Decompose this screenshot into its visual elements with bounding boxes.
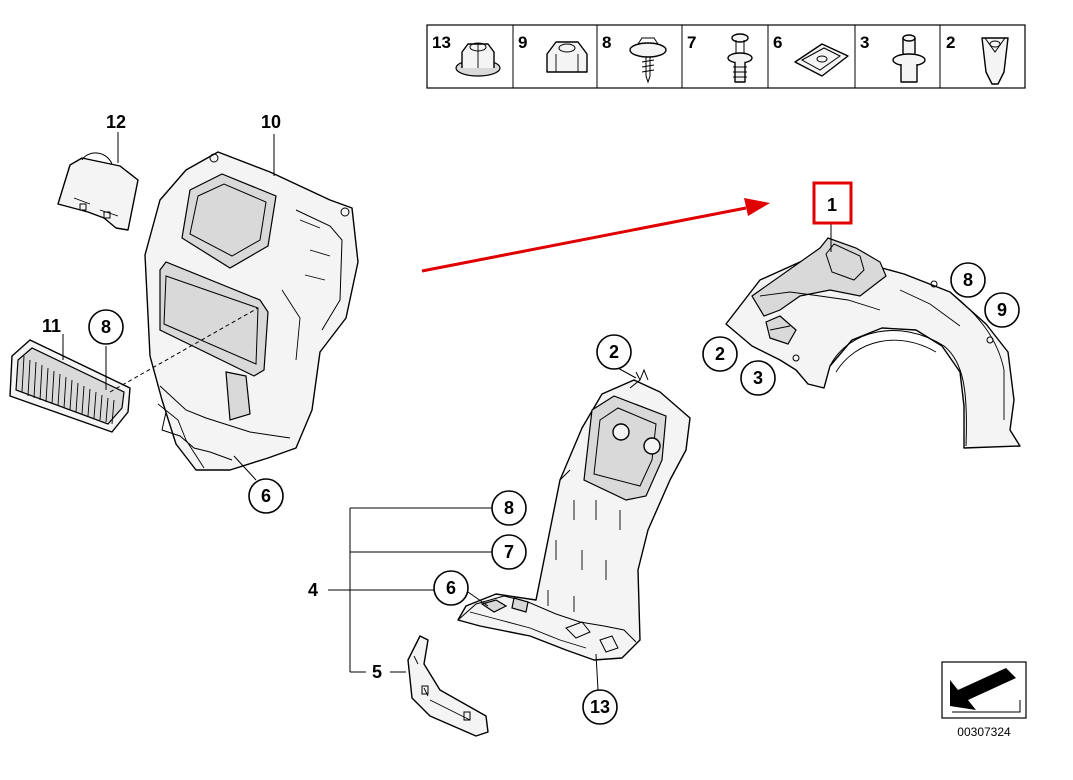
assembly-bracket-4 [328,507,492,673]
spring-clip-nut-icon [794,43,849,77]
document-number: 00307324 [957,725,1011,739]
part-11-grille [9,307,259,433]
legend-number-13: 13 [432,33,451,52]
plastic-nut-icon [981,37,1009,85]
callout-3-right: 3 [753,368,763,388]
callout-circle-8-center [491,490,527,526]
plastic-rivet-icon [892,34,926,83]
part-10-inner-liner [144,134,359,471]
callout-6-center: 6 [446,578,456,598]
hex-nut-icon [546,41,588,73]
callout-2-center: 2 [609,342,619,362]
legend-number-9: 9 [518,33,527,52]
callout-8-left: 8 [101,317,111,337]
legend-number-7: 7 [687,33,696,52]
part-12-cover [57,132,139,231]
callout-circle-8-right [950,262,986,298]
direction-arrow-icon [941,661,1027,719]
fastener-legend: 13 9 8 7 [426,24,1026,89]
callout-9-right: 9 [997,300,1007,320]
legend-number-6: 6 [773,33,782,52]
callout-8-center: 8 [504,498,514,518]
callout-5: 5 [372,662,382,682]
part-4-center-liner [457,366,691,691]
expanding-rivet-icon [727,33,753,83]
callout-10: 10 [261,112,281,132]
callout-11: 11 [42,316,61,336]
legend-number-2: 2 [946,33,955,52]
callout-circle-3-right [740,360,776,396]
callout-6-left: 6 [261,486,271,506]
callout-circle-8-left [88,309,124,345]
legend-number-3: 3 [860,33,869,52]
self-tapping-screw-icon [629,37,667,84]
callout-circle-2-right [702,336,738,372]
flange-nut-icon [455,42,501,77]
part-5-bracket [407,635,489,737]
part-1-wheel-arch-liner [725,224,1021,449]
callout-1: 1 [827,195,837,215]
callout-12: 12 [106,112,126,132]
highlight-box-1 [812,181,853,225]
callout-circle-6-left [248,478,284,514]
callout-2-right: 2 [715,344,725,364]
callout-circle-7-center [491,534,527,570]
callout-circle-2-center [596,334,632,370]
callout-circle-13-center [582,689,618,725]
highlight-arrow [421,198,770,273]
callout-4: 4 [308,580,318,600]
callout-13-center: 13 [590,697,610,717]
callout-circle-6-center [433,570,469,606]
callout-circle-9-right [984,292,1020,328]
callout-8-right: 8 [963,270,973,290]
legend-number-8: 8 [602,33,611,52]
callout-7-center: 7 [504,542,514,562]
